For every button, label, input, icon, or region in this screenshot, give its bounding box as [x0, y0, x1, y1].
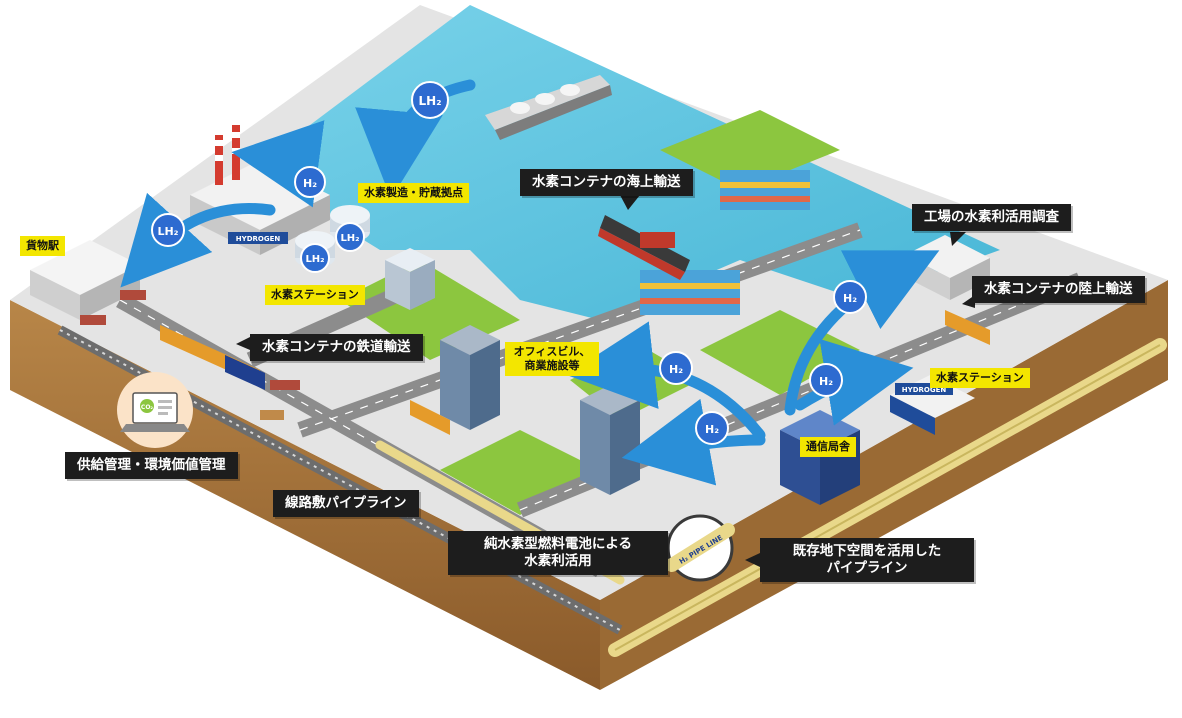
- hydrogen-station-right-label: 水素ステーション: [930, 368, 1030, 388]
- train: [160, 325, 265, 390]
- fuel-cell-label-line1: 純水素型燃料電池による: [483, 536, 633, 552]
- truck-right: [945, 310, 990, 345]
- underground-pipeline-label: 既存地下空間を活用した パイプライン: [760, 538, 974, 582]
- svg-text:H₂: H₂: [819, 375, 833, 388]
- svg-text:H₂: H₂: [843, 292, 857, 305]
- hydrogen-station-left-label: 水素ステーション: [265, 285, 365, 305]
- lh2-bubble-tank-2: LH₂: [300, 243, 330, 273]
- h2-bubble-factory-right: H₂: [833, 280, 867, 314]
- fuel-cell-label: 純水素型燃料電池による 水素利活用: [448, 531, 668, 575]
- lh2-bubble-left: LH₂: [151, 213, 185, 247]
- h2-bubble-office: H₂: [659, 351, 693, 385]
- svg-text:H₂: H₂: [303, 177, 317, 190]
- park-area-4: [660, 110, 840, 190]
- telecom-building: [780, 410, 860, 505]
- factory-survey-label: 工場の水素利活用調査: [912, 204, 1071, 231]
- park-area-5: [440, 430, 600, 515]
- lh2-bubble-sea: LH₂: [411, 81, 449, 119]
- office-commercial-label: オフィスビル、 商業施設等: [505, 342, 599, 376]
- lng-ship: [485, 75, 612, 140]
- containers-freight: [80, 290, 300, 420]
- land-transport-label: 水素コンテナの陸上輸送: [972, 276, 1145, 303]
- office-commercial-label-line2: 商業施設等: [524, 358, 580, 372]
- svg-text:LH₂: LH₂: [157, 225, 178, 238]
- production-base-label: 水素製造・貯蔵拠点: [358, 183, 469, 203]
- h2-bubble-factory: H₂: [294, 166, 326, 198]
- office-commercial-label-line1: オフィスビル、: [513, 345, 591, 358]
- supply-management-label: 供給管理・環境価値管理: [65, 452, 238, 479]
- h2-bubble-station: H₂: [809, 363, 843, 397]
- pipe-magnifier: H₂ PIPE LINE: [665, 514, 735, 582]
- rail-transport-label: 水素コンテナの鉄道輸送: [250, 334, 423, 361]
- railway-pipeline-label: 線路敷パイプライン: [273, 490, 419, 517]
- container-yard: [640, 170, 810, 315]
- svg-text:LH₂: LH₂: [305, 254, 324, 265]
- truck-left: [410, 400, 450, 435]
- underground-pipeline-label-line2: パイプライン: [826, 559, 908, 576]
- svg-text:LH₂: LH₂: [340, 233, 359, 244]
- container-ship: [598, 215, 690, 280]
- svg-text:HYDROGEN: HYDROGEN: [902, 386, 947, 394]
- freight-station-label: 貨物駅: [20, 236, 65, 256]
- telecom-building-label: 通信局舎: [800, 437, 856, 457]
- svg-text:LH₂: LH₂: [419, 94, 442, 108]
- label-pointers: [236, 195, 975, 567]
- underground-pipeline-label-line1: 既存地下空間を活用した: [792, 543, 942, 559]
- hydrogen-sign-left: HYDROGEN: [228, 232, 288, 244]
- sea-transport-label: 水素コンテナの海上輸送: [520, 169, 693, 196]
- lh2-bubble-tank-1: LH₂: [335, 222, 365, 252]
- laptop-icon: CO₂: [117, 372, 193, 448]
- svg-text:HYDROGEN: HYDROGEN: [236, 235, 281, 243]
- h2-bubble-city: H₂: [695, 411, 729, 445]
- fuel-cell-label-line2: 水素利活用: [524, 552, 592, 569]
- svg-text:CO₂: CO₂: [141, 404, 154, 411]
- svg-text:H₂: H₂: [669, 363, 683, 376]
- svg-text:H₂: H₂: [705, 423, 719, 436]
